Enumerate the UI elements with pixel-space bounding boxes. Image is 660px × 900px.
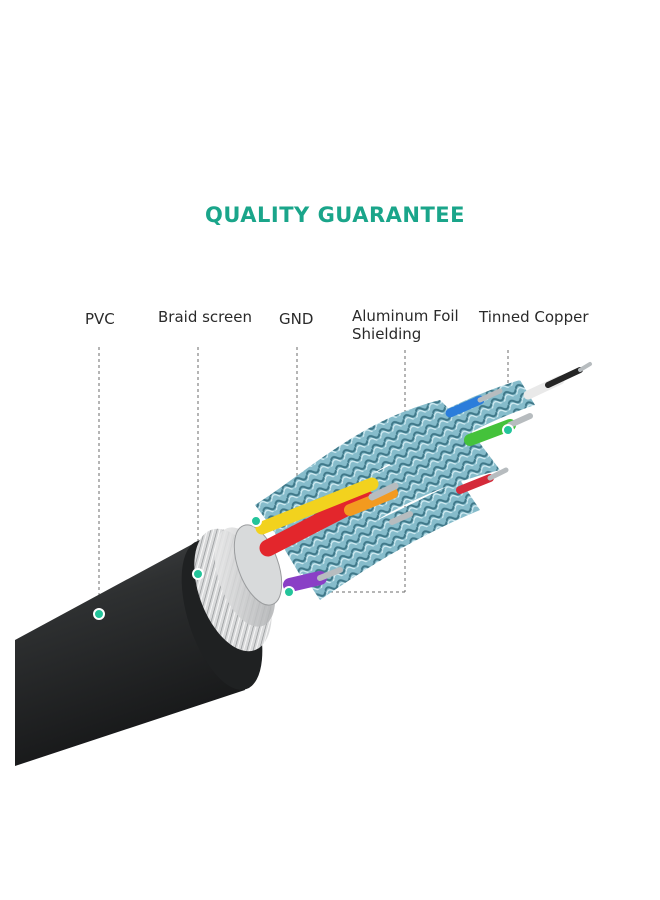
label-braid-screen: Braid screen: [158, 308, 252, 326]
tinned-copper-tips: [317, 362, 592, 581]
label-foil-line1: Aluminum Foil: [352, 307, 459, 325]
label-pvc: PVC: [85, 310, 115, 328]
label-gnd: GND: [279, 310, 314, 328]
callout-dots: [93, 424, 514, 620]
diagram-title: QUALITY GUARANTEE: [205, 203, 465, 227]
label-aluminum-foil-shielding: Aluminum Foil Shielding: [352, 307, 459, 343]
label-foil-line2: Shielding: [352, 325, 422, 343]
colored-wires: [255, 367, 583, 592]
label-tinned-copper: Tinned Copper: [479, 308, 589, 326]
